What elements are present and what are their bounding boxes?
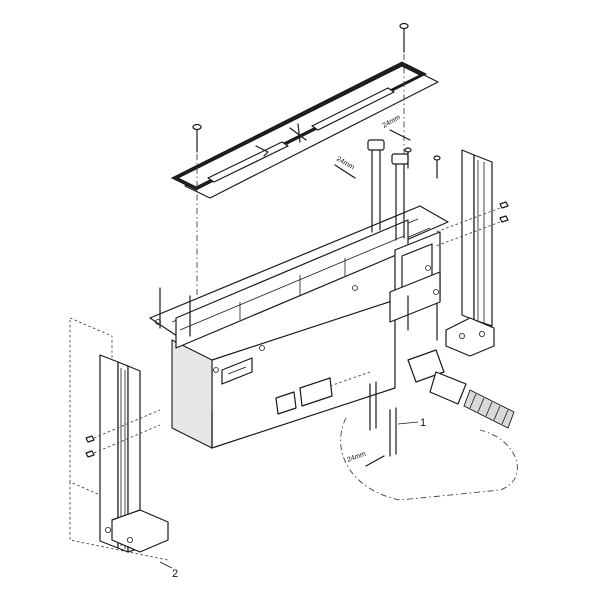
supply-connections xyxy=(367,139,441,241)
hose-routing-dashed xyxy=(340,417,518,501)
bath-fill-box-body xyxy=(149,205,449,449)
cover-slot-right xyxy=(311,87,395,131)
svg-text:24mm: 24mm xyxy=(335,156,355,172)
left-bracket-screws xyxy=(85,409,161,458)
part-2-leader-line xyxy=(159,561,173,569)
top-cover-plate xyxy=(170,22,439,300)
part-1-leader-line xyxy=(397,421,419,425)
lower-threaded-rods xyxy=(159,287,438,457)
wrench-24mm-top-left: 24mm xyxy=(334,156,356,179)
cover-center-clamp xyxy=(289,123,307,143)
part-1-callout: 1 xyxy=(420,417,426,429)
wrench-24mm-bottom: 24mm xyxy=(346,451,385,467)
left-wall-phantom xyxy=(69,317,113,501)
left-mounting-bracket: 2 xyxy=(69,317,178,580)
box-left-end xyxy=(171,339,213,449)
right-mounting-bracket xyxy=(435,149,509,357)
svg-text:24mm: 24mm xyxy=(346,451,367,464)
drain-connection-assembly xyxy=(275,349,515,429)
part-2-callout: 2 xyxy=(172,568,178,580)
wrench-24mm-top-right: 24mm xyxy=(382,114,411,141)
svg-text:24mm: 24mm xyxy=(382,114,402,130)
